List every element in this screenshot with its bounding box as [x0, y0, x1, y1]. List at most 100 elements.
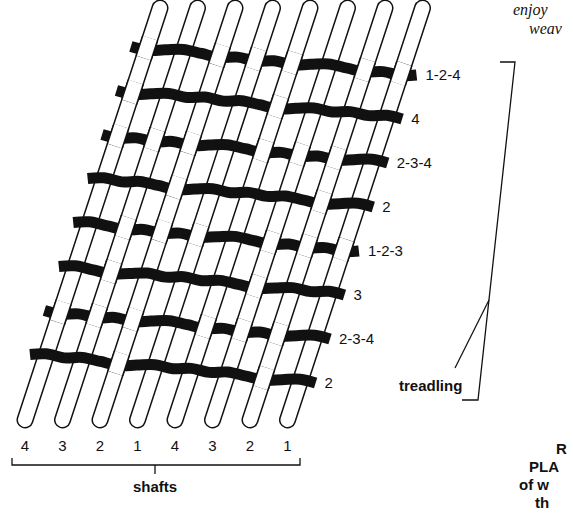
warp-outline — [195, 225, 202, 245]
warp-outline — [187, 133, 194, 153]
warp-outline — [275, 324, 282, 344]
warp-thread — [296, 144, 303, 164]
warp-outline — [144, 38, 151, 58]
warp-outline — [129, 82, 136, 102]
treadling-number: 2-3-4 — [396, 154, 433, 171]
shaft-number: 4 — [20, 437, 30, 454]
warp-outline — [213, 8, 348, 420]
warp-outline — [100, 8, 235, 420]
shaft-number: 2 — [95, 437, 105, 454]
text-fragment: th — [534, 494, 550, 511]
treadling-number: 2 — [381, 198, 391, 215]
warp-outline — [57, 302, 64, 322]
bracket-tick — [154, 465, 155, 474]
warp-thread — [151, 130, 158, 150]
warp-thread — [100, 8, 235, 420]
warp-outline — [202, 317, 209, 337]
warp-outline — [108, 262, 115, 282]
treadling-bracket — [462, 62, 515, 400]
weft-thread — [102, 134, 388, 163]
warp-outline — [261, 368, 268, 388]
warp-outline — [115, 353, 122, 373]
warp-thread — [159, 221, 166, 241]
warp-thread — [138, 8, 273, 420]
text-fragment: enjoy — [512, 1, 549, 18]
warp-outline — [274, 97, 281, 117]
warp-outline — [267, 232, 274, 252]
shafts-label: shafts — [132, 478, 178, 495]
warp-thread — [144, 38, 151, 58]
weft-thread — [30, 354, 316, 383]
treadling-number: 1-2-3 — [367, 242, 404, 259]
warp-thread — [122, 218, 129, 238]
weft-thread — [73, 222, 359, 252]
warp-outline — [175, 8, 310, 420]
shaft-number: 3 — [207, 437, 217, 454]
weft-thread — [131, 46, 417, 75]
warp-thread — [108, 262, 115, 282]
warp-thread — [398, 63, 405, 83]
warp-thread — [274, 97, 281, 117]
weft-thread — [59, 266, 345, 295]
warp-thread — [93, 306, 100, 326]
warp-outline — [253, 276, 260, 296]
warp-outline — [115, 126, 122, 146]
shaft-number: 1 — [282, 437, 292, 454]
warp-outline — [253, 49, 260, 69]
warp-thread — [340, 239, 347, 259]
shaft-number: 1 — [132, 437, 142, 454]
text-fragment: R — [555, 440, 568, 457]
warp-outline — [159, 221, 166, 241]
warp-thread — [275, 324, 282, 344]
shaft-number: 4 — [170, 437, 180, 454]
warp-outline — [250, 8, 385, 420]
weft-thread — [44, 310, 330, 339]
warp-thread — [289, 53, 296, 73]
warp-outline — [173, 177, 180, 197]
warp-outline — [398, 63, 405, 83]
warp-thread — [115, 126, 122, 146]
weft-threads — [30, 46, 417, 383]
warp-thread — [202, 317, 209, 337]
warp-outline — [138, 8, 273, 420]
warp-thread — [173, 177, 180, 197]
warp-thread — [318, 192, 325, 212]
warp-outline — [239, 320, 246, 340]
treadling-label: treadling — [398, 377, 463, 394]
warp-thread — [216, 45, 223, 65]
leader-line — [455, 300, 489, 368]
warp-thread — [187, 133, 194, 153]
treadling-number: 2-3-4 — [338, 330, 375, 347]
treadling-number: 3 — [352, 286, 362, 303]
warp-thread — [267, 232, 274, 252]
warp-thread — [361, 60, 368, 80]
warp-outline — [130, 309, 137, 329]
treadling-number: 2 — [324, 374, 334, 391]
warp-thread — [175, 8, 310, 420]
warp-thread — [304, 236, 311, 256]
treadling-number: 4 — [410, 110, 420, 127]
warp-thread — [239, 320, 246, 340]
shaft-number: 3 — [57, 437, 67, 454]
warp-thread — [260, 141, 267, 161]
warp-outline — [151, 130, 158, 150]
warp-outline — [122, 218, 129, 238]
warp-thread — [130, 309, 137, 329]
raised-warps — [57, 38, 404, 388]
warp-thread — [253, 49, 260, 69]
text-fragment: of w — [518, 476, 550, 493]
warp-outline — [340, 239, 347, 259]
shafts-bracket — [12, 458, 300, 465]
warp-thread — [195, 225, 202, 245]
shaft-number: 2 — [245, 437, 255, 454]
warp-thread — [253, 276, 260, 296]
warp-outline — [318, 192, 325, 212]
warp-outline — [333, 148, 340, 168]
warp-outline — [361, 60, 368, 80]
warp-outline — [216, 45, 223, 65]
treadling-number: 1-2-4 — [425, 66, 462, 83]
warp-thread — [213, 8, 348, 420]
warp-threads — [25, 8, 423, 420]
warp-thread — [129, 82, 136, 102]
